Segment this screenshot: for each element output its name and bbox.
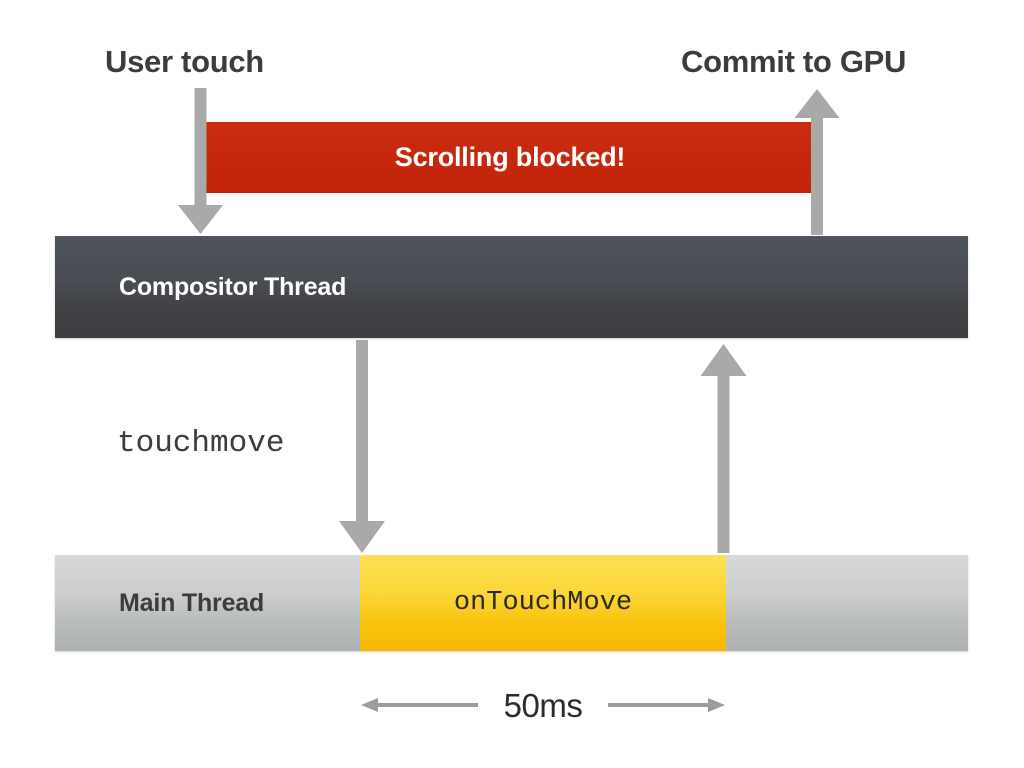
main-thread-label: Main Thread (119, 588, 265, 617)
on-touch-move-label: onTouchMove (453, 588, 633, 618)
scrolling-blocked-text: Scrolling blocked! (394, 142, 626, 172)
handler-return-arrow-icon (700, 344, 747, 553)
compositor-thread-label: Compositor Thread (119, 272, 347, 301)
user-touch-label: User touch (105, 44, 264, 79)
duration-measurement: 50ms (360, 680, 726, 732)
commit-to-gpu-label: Commit to GPU (681, 44, 907, 79)
touchmove-dispatch-arrow-icon (339, 340, 385, 553)
duration-label: 50ms (503, 687, 583, 724)
on-touch-move-task-block: onTouchMove (360, 555, 726, 651)
compositor-thread-lane: Compositor Thread (55, 236, 968, 338)
touchmove-event-label: touchmove (117, 426, 285, 461)
scrolling-blocked-banner: Scrolling blocked! (204, 122, 816, 193)
